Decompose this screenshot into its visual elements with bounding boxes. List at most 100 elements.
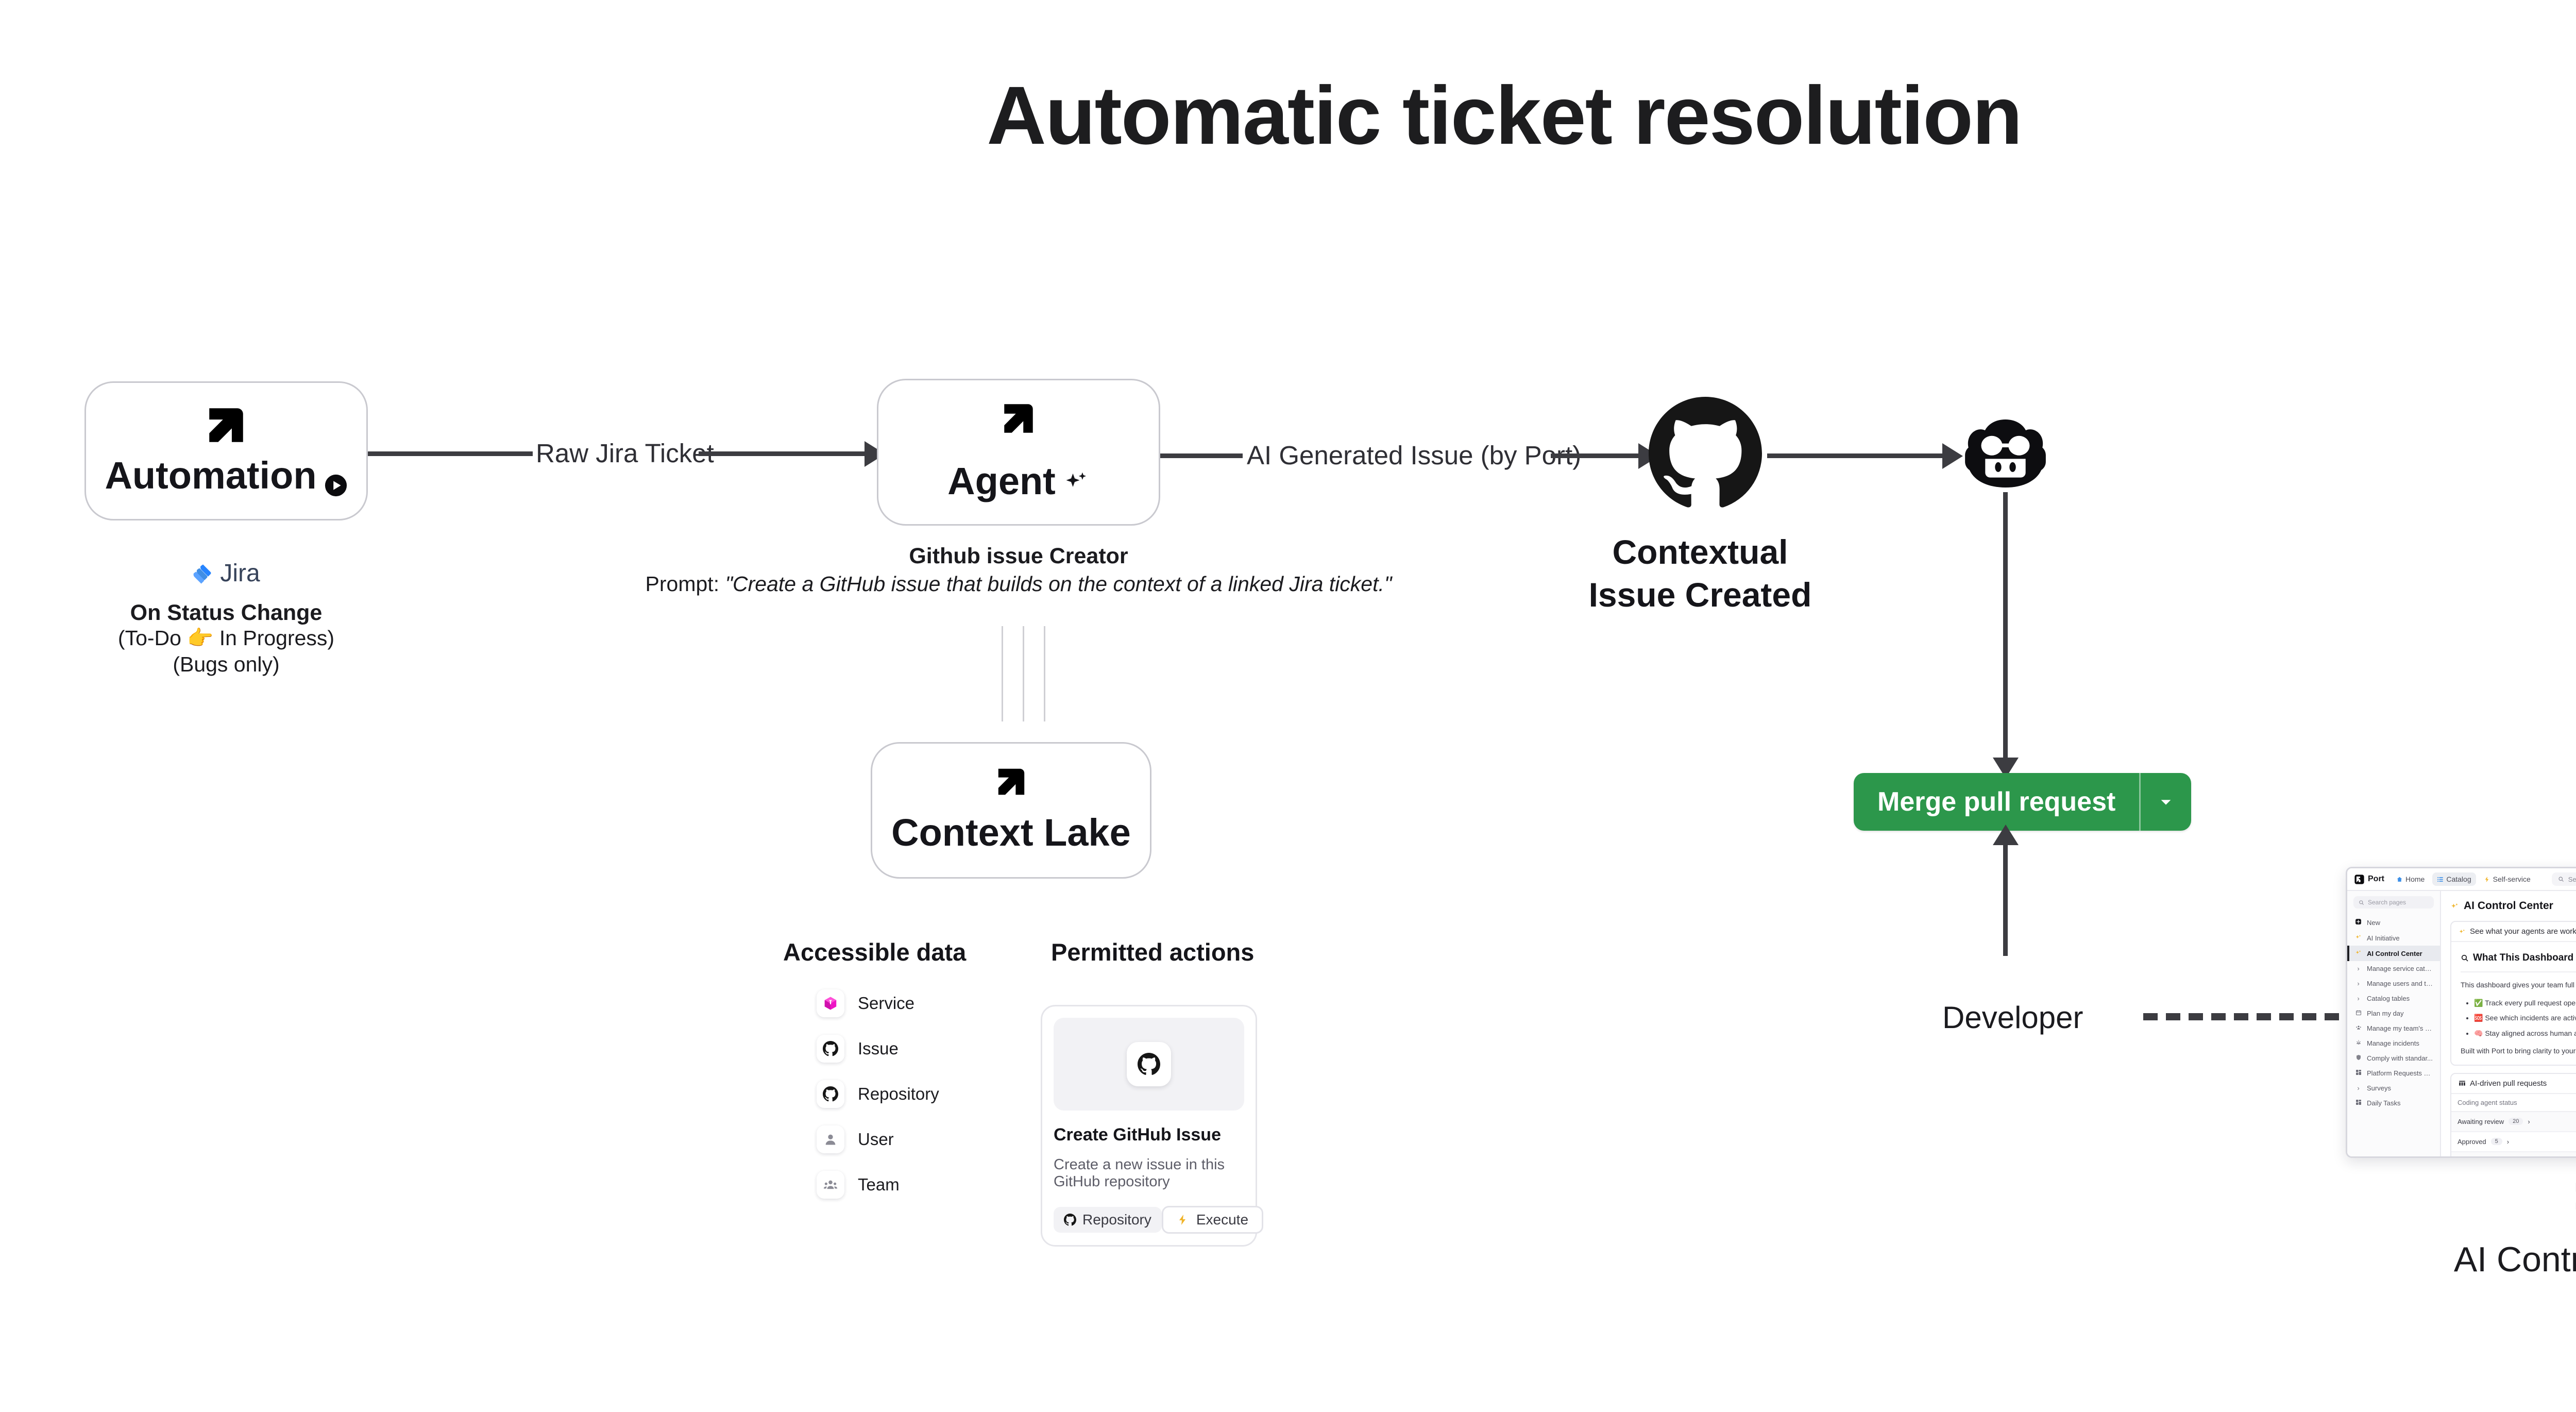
accessible-data-item-repository[interactable]: Repository xyxy=(817,1080,939,1108)
dashboard-main: AI Control Center + Widget See what your… xyxy=(2441,891,2576,1156)
row-title-cell xyxy=(2570,1111,2576,1132)
dashboard-nav: Home Catalog Self-service xyxy=(2392,872,2535,886)
jira-integration-badge: Jira xyxy=(84,559,368,587)
table-row[interactable]: Approved 5 › xyxy=(2451,1131,2576,1152)
dashboard-search[interactable]: Search ⌘ K xyxy=(2551,872,2576,886)
sidebar-item-platform-requests-dashboard[interactable]: Platform Requests Da... xyxy=(2347,1066,2440,1081)
row-count-badge: 5 xyxy=(2490,1138,2502,1146)
sidebar-item-manage-users-and-teams[interactable]: › Manage users and teams xyxy=(2347,976,2440,991)
table-row[interactable]: Requested changes 4 › xyxy=(2451,1151,2576,1156)
dashboard-sidebar: Search pages New AI Initiative AI Contro… xyxy=(2347,891,2441,1156)
accessible-data-item-service[interactable]: Service xyxy=(817,989,939,1017)
nav-item-home[interactable]: Home xyxy=(2392,872,2429,886)
agents-card-header-label: See what your agents are working on xyxy=(2470,927,2576,936)
agent-node[interactable]: Agent xyxy=(877,379,1160,526)
permitted-actions-heading: Permitted actions xyxy=(1051,938,1255,966)
table-row[interactable]: Awaiting review 20 › xyxy=(2451,1111,2576,1132)
accessible-data-item-user[interactable]: User xyxy=(817,1125,939,1153)
merge-pull-request-button[interactable]: Merge pull request xyxy=(1854,773,2192,831)
sidebar-item-manage-service-catalog[interactable]: › Manage service catalog xyxy=(2347,961,2440,976)
github-icon xyxy=(817,1080,844,1108)
sparkle-icon xyxy=(2451,903,2458,908)
nav-item-catalog[interactable]: Catalog xyxy=(2432,872,2476,886)
sidebar-item-daily-tasks[interactable]: Daily Tasks xyxy=(2347,1096,2440,1111)
chevron-right-icon[interactable]: › xyxy=(2506,1137,2510,1146)
automation-node[interactable]: Automation xyxy=(84,381,368,520)
nav-item-self-service[interactable]: Self-service xyxy=(2479,872,2535,886)
sidebar-search-input[interactable]: Search pages xyxy=(2353,896,2434,909)
sparkle-icon xyxy=(2354,934,2362,942)
ai-control-center-screenshot[interactable]: Port Home Catalog Self-service S xyxy=(2346,867,2576,1158)
play-circle-icon[interactable] xyxy=(324,474,348,497)
edge-line-automation-agent-right xyxy=(699,451,865,456)
control-center-logo xyxy=(2346,1180,2576,1212)
nav-item-label: Catalog xyxy=(2446,875,2471,883)
jira-label: Jira xyxy=(220,560,260,587)
chevron-right-icon: › xyxy=(2357,980,2360,987)
permitted-action-card[interactable]: Create GitHub Issue Create a new issue i… xyxy=(1041,1005,1264,1247)
column-header-coding-agent-status[interactable]: Coding agent status xyxy=(2451,1094,2570,1112)
sidebar-item-comply-with-standards[interactable]: Comply with standar... xyxy=(2347,1051,2440,1066)
accessible-data-item-label: User xyxy=(858,1130,894,1149)
sidebar-item-new[interactable]: New xyxy=(2347,915,2440,930)
sidebar-item-label: Manage incidents xyxy=(2367,1039,2419,1047)
alert-icon xyxy=(2354,1039,2362,1047)
sidebar-item-label: AI Control Center xyxy=(2367,949,2422,957)
edge-line-agent-github-right xyxy=(1551,453,1638,458)
accessible-data-item-team[interactable]: Team xyxy=(817,1171,939,1199)
dashboard-brand[interactable]: Port xyxy=(2354,874,2384,884)
sidebar-item-manage-my-teams-work[interactable]: Manage my team's w... xyxy=(2347,1021,2440,1036)
sidebar-item-ai-control-center[interactable]: AI Control Center xyxy=(2347,946,2440,961)
chevron-down-icon xyxy=(2161,800,2171,805)
sidebar-item-label: New xyxy=(2367,918,2381,927)
search-icon xyxy=(2359,900,2364,905)
sidebar-item-catalog-tables[interactable]: › Catalog tables xyxy=(2347,991,2440,1006)
sidebar-item-label: Platform Requests Da... xyxy=(2367,1069,2433,1077)
agents-card-bullets: ✅ Track every pull request opened or mod… xyxy=(2461,997,2576,1040)
agent-caption: Github issue Creator xyxy=(909,544,1128,568)
sidebar-item-label: Comply with standar... xyxy=(2367,1054,2433,1062)
edge-label-raw-jira-ticket: Raw Jira Ticket xyxy=(536,439,714,468)
sidebar-item-label: Daily Tasks xyxy=(2367,1099,2401,1107)
github-node[interactable] xyxy=(1649,397,1762,513)
sidebar-item-plan-my-day[interactable]: Plan my day xyxy=(2347,1006,2440,1021)
chevron-right-icon[interactable]: › xyxy=(2528,1117,2530,1125)
page-title: AI Control Center xyxy=(2450,900,2553,912)
accessible-data-item-issue[interactable]: Issue xyxy=(817,1035,939,1063)
agent-prompt: Prompt: "Create a GitHub issue that buil… xyxy=(619,572,1418,596)
copilot-node[interactable] xyxy=(1963,415,2048,495)
context-connector-line-1 xyxy=(1002,626,1003,721)
sidebar-item-manage-incidents[interactable]: Manage incidents xyxy=(2347,1036,2440,1051)
edge-label-ai-generated-issue: AI Generated Issue (by Port) xyxy=(1247,441,1582,470)
context-lake-title: Context Lake xyxy=(891,811,1131,854)
sidebar-item-surveys[interactable]: › Surveys xyxy=(2347,1081,2440,1096)
github-octocat-icon xyxy=(1649,397,1762,508)
calendar-icon xyxy=(2354,1010,2362,1017)
edge-dashed-developer-control-center xyxy=(2143,1013,2339,1020)
agents-card-body: What This Dashboard Shows This dashboard… xyxy=(2451,942,2576,1065)
github-icon xyxy=(1127,1042,1171,1086)
edge-arrow-developer-merge xyxy=(1993,825,2019,845)
action-card-repository-chip[interactable]: Repository xyxy=(1054,1207,1162,1233)
edge-line-automation-agent-left xyxy=(368,451,533,456)
context-lake-node[interactable]: Context Lake xyxy=(871,742,1151,879)
merge-dropdown-button[interactable] xyxy=(2141,773,2191,831)
action-card-execute-button[interactable]: Execute xyxy=(1161,1206,1264,1234)
port-logo-icon xyxy=(209,408,243,442)
column-header-title[interactable]: Title xyxy=(2570,1094,2576,1112)
github-label-line1: Contextual xyxy=(1612,533,1788,571)
sidebar-item-label: Manage service catalog xyxy=(2367,965,2433,972)
merge-pull-request-label[interactable]: Merge pull request xyxy=(1877,787,2116,817)
dashboard-body: Search pages New AI Initiative AI Contro… xyxy=(2347,891,2576,1156)
row-status-label: Approved xyxy=(2458,1137,2486,1146)
port-logo-icon xyxy=(2575,1182,2576,1210)
list-item: 🧠 Stay aligned across human and AI contr… xyxy=(2474,1027,2576,1040)
edge-line-developer-merge xyxy=(2003,845,2008,956)
table-header-row: Coding agent status Title Pull Request U… xyxy=(2451,1094,2576,1112)
merge-button-divider xyxy=(2139,773,2141,831)
nav-item-label: Self-service xyxy=(2493,875,2531,883)
accessible-data-heading: Accessible data xyxy=(783,938,967,966)
row-status-label: Awaiting review xyxy=(2458,1117,2504,1125)
edge-line-github-copilot xyxy=(1767,453,1942,458)
sidebar-item-ai-initiative[interactable]: AI Initiative xyxy=(2347,930,2440,946)
